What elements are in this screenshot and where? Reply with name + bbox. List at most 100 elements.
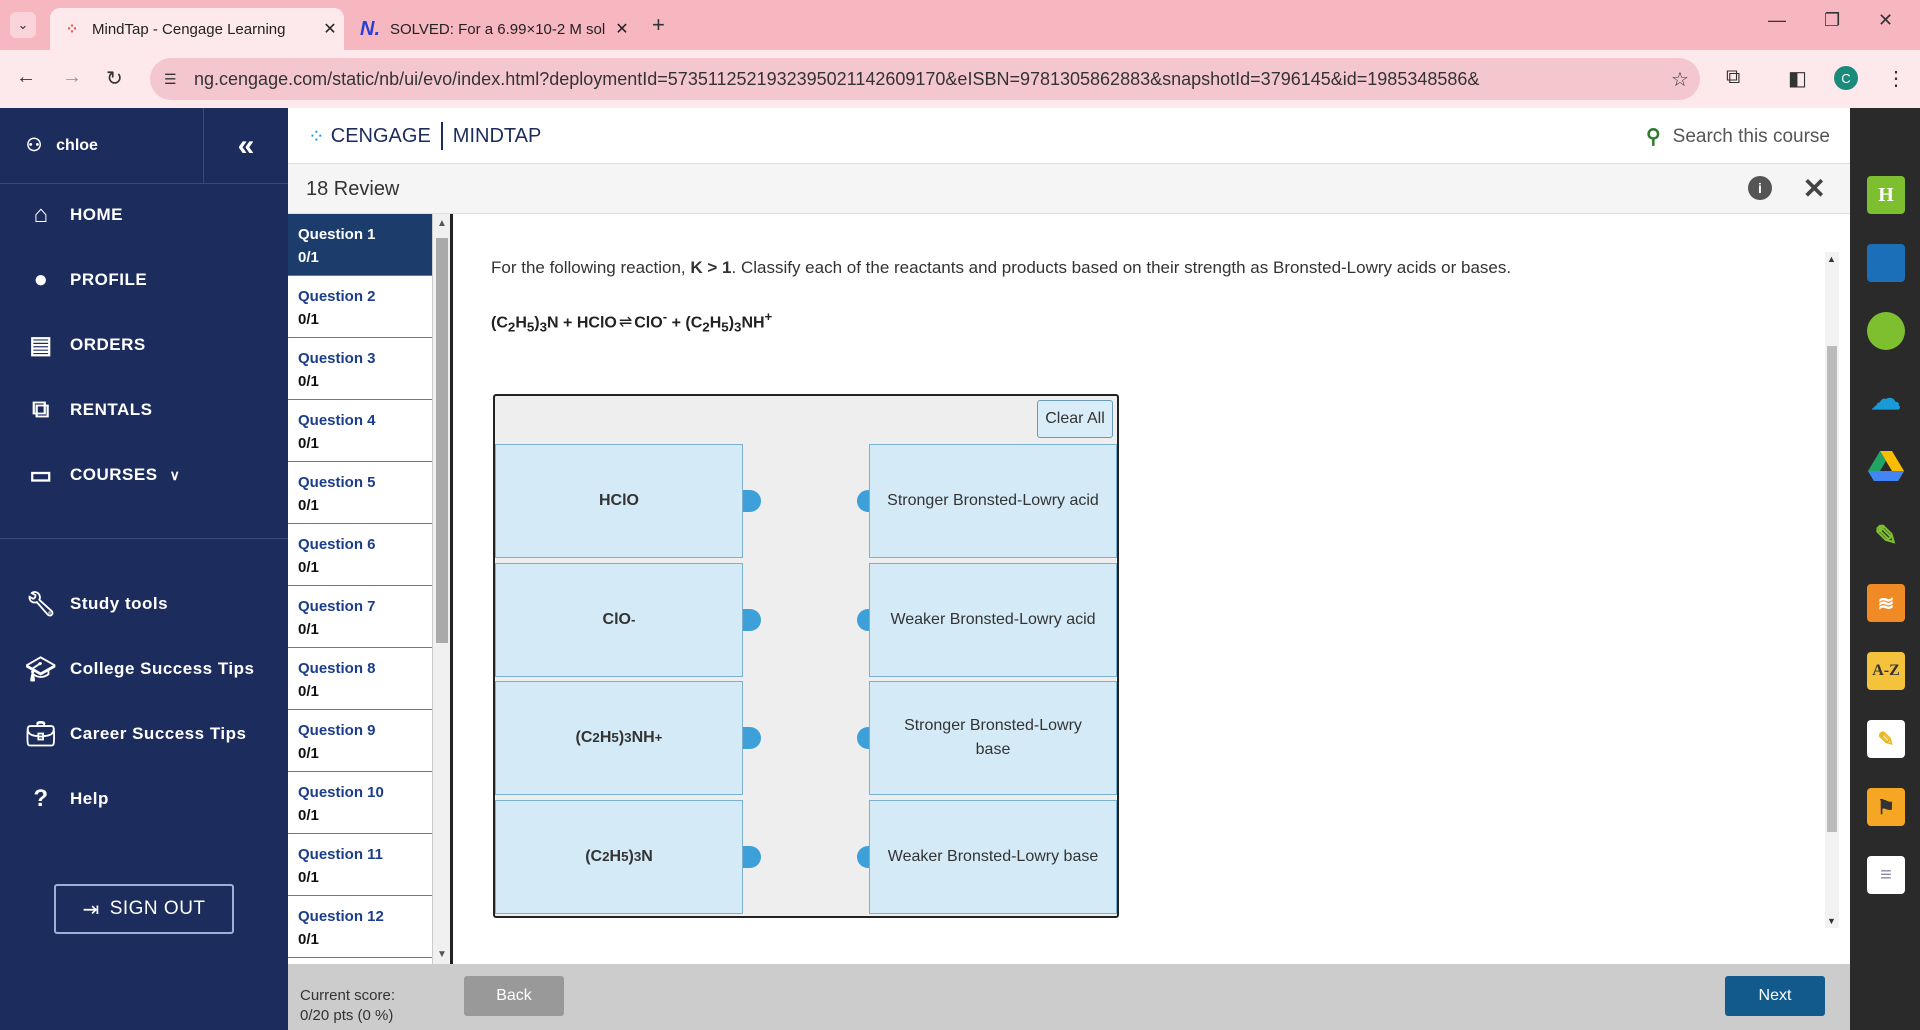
sign-out-button[interactable]: ⇥SIGN OUT xyxy=(54,884,234,934)
extensions-icon[interactable]: ⧉ xyxy=(1726,66,1741,88)
side-panel-icon[interactable]: ◧ xyxy=(1788,68,1807,90)
scrollbar-thumb[interactable] xyxy=(436,238,448,643)
back-button[interactable]: Back xyxy=(464,976,564,1016)
question-score: 0/1 xyxy=(298,497,319,514)
sidebar-divider xyxy=(0,538,288,539)
notebook-icon[interactable]: ≡ xyxy=(1867,856,1905,894)
info-icon[interactable]: i xyxy=(1748,176,1772,200)
sidebar-item-study-tools[interactable]: 🔧︎Study tools xyxy=(0,579,288,629)
restore-icon[interactable]: ❐ xyxy=(1824,10,1841,30)
match-target[interactable]: Weaker Bronsted-Lowry acid xyxy=(869,563,1117,677)
tab-solved[interactable]: N. SOLVED: For a 6.99×10-2 M sol ✕ xyxy=(352,8,636,50)
sidebar-item-rentals[interactable]: ⧉RENTALS xyxy=(0,385,288,435)
match-item-hclo[interactable]: HClO xyxy=(495,444,743,558)
connector-dot[interactable] xyxy=(743,490,761,512)
question-score: 0/1 xyxy=(298,249,319,266)
clear-all-button[interactable]: Clear All xyxy=(1037,400,1113,438)
question-label: Question 10 xyxy=(298,784,384,801)
user-menu[interactable]: ⚇ chloe xyxy=(0,108,204,184)
reload-icon[interactable]: ↻ xyxy=(106,68,123,90)
prompt-text: For the following reaction, xyxy=(491,258,691,277)
rss-icon[interactable]: ≋ xyxy=(1867,584,1905,622)
match-target[interactable]: Weaker Bronsted-Lowry base xyxy=(869,800,1117,914)
match-target[interactable]: Stronger Bronsted-Lowry base xyxy=(869,681,1117,795)
connector-dot[interactable] xyxy=(743,846,761,868)
pencil-icon[interactable]: ✎ xyxy=(1874,519,1898,551)
match-target[interactable]: Stronger Bronsted-Lowry acid xyxy=(869,444,1117,558)
sidebar-item-home[interactable]: ⌂HOME xyxy=(0,190,288,240)
site-info-icon[interactable]: ☰ xyxy=(164,70,177,87)
minimize-icon[interactable]: — xyxy=(1768,10,1786,30)
brand-logo[interactable]: ⁘ CENGAGE MINDTAP xyxy=(308,122,541,150)
connector-dot[interactable] xyxy=(743,727,761,749)
ebook-icon[interactable] xyxy=(1867,244,1905,282)
menu-kebab-icon[interactable]: ⋮ xyxy=(1886,68,1906,90)
onedrive-icon[interactable]: ☁ xyxy=(1871,382,1901,416)
question-label: Question 11 xyxy=(298,846,384,863)
sidebar-item-help[interactable]: ?Help xyxy=(0,774,288,824)
sidebar-item-profile[interactable]: ●PROFILE xyxy=(0,255,288,305)
sidebar-item-label: RENTALS xyxy=(70,400,153,419)
content-scrollbar[interactable]: ▲ ▼ xyxy=(1825,252,1839,928)
close-tab-icon[interactable]: ✕ xyxy=(323,21,337,38)
highlight-app-icon[interactable]: H xyxy=(1867,176,1905,214)
profile-avatar[interactable]: C xyxy=(1834,66,1858,90)
next-button[interactable]: Next xyxy=(1725,976,1825,1016)
sidebar-item-career-success-tips[interactable]: 💼︎Career Success Tips xyxy=(0,709,288,759)
browser-toolbar: ← → ↻ ☰ ng.cengage.com/static/nb/ui/evo/… xyxy=(0,50,1920,108)
collapse-sidebar-button[interactable]: « xyxy=(204,108,288,184)
connector-dot[interactable] xyxy=(743,609,761,631)
close-activity-icon[interactable]: ✕ xyxy=(1802,173,1826,204)
glossary-az-icon[interactable]: A-Z xyxy=(1867,652,1905,690)
tab-mindtap[interactable]: ⁘ MindTap - Cengage Learning ✕ xyxy=(50,8,344,50)
scroll-down-icon[interactable]: ▼ xyxy=(437,949,447,960)
scrollbar-thumb[interactable] xyxy=(1827,346,1837,832)
question-score: 0/1 xyxy=(298,373,319,390)
scroll-down-icon[interactable]: ▼ xyxy=(1827,916,1836,926)
match-item-clo[interactable]: ClO- xyxy=(495,563,743,677)
course-search[interactable]: ⚲ Search this course xyxy=(1646,124,1830,149)
bookmark-star-icon[interactable]: ☆ xyxy=(1671,68,1689,91)
cengage-favicon-icon: ⁘ xyxy=(65,21,79,38)
scroll-up-icon[interactable]: ▲ xyxy=(1827,254,1836,264)
back-arrow-icon[interactable]: ← xyxy=(16,66,36,88)
tab-search-button[interactable]: ⌄ xyxy=(10,12,36,38)
sidebar-item-orders[interactable]: ▤ORDERS xyxy=(0,320,288,370)
wrench-icon: 🔧︎ xyxy=(25,590,57,618)
question-prompt: For the following reaction, K > 1. Class… xyxy=(491,258,1511,278)
close-tab-icon[interactable]: ✕ xyxy=(615,21,629,38)
sign-out-label: SIGN OUT xyxy=(109,898,206,919)
scroll-up-icon[interactable]: ▲ xyxy=(437,218,447,229)
sidebar-item-college-success-tips[interactable]: 🎓︎College Success Tips xyxy=(0,644,288,694)
address-bar[interactable]: ☰ ng.cengage.com/static/nb/ui/evo/index.… xyxy=(150,58,1700,100)
study-app-icon[interactable]: ⚑ xyxy=(1867,788,1905,826)
question-list-scrollbar[interactable]: ▲ ▼ xyxy=(432,214,450,964)
close-window-icon[interactable]: ✕ xyxy=(1878,10,1894,30)
new-tab-button[interactable]: + xyxy=(652,12,665,37)
profile-app-icon[interactable] xyxy=(1867,312,1905,350)
notes-icon[interactable]: ✎ xyxy=(1867,720,1905,758)
question-score: 0/1 xyxy=(298,311,319,328)
sidebar-item-courses[interactable]: ▭COURSES ∨ xyxy=(0,450,288,500)
app-rail: H ☁ ✎ ≋ A-Z ✎ ⚑ ≡ xyxy=(1850,108,1920,1030)
equilibrium-arrow-icon: ⇌ xyxy=(618,314,633,332)
forward-arrow-icon[interactable]: → xyxy=(62,66,82,88)
app-header: ⁘ CENGAGE MINDTAP ⚲ Search this course xyxy=(288,108,1850,164)
search-input[interactable]: Search this course xyxy=(1672,125,1830,147)
google-drive-icon[interactable] xyxy=(1867,448,1905,486)
